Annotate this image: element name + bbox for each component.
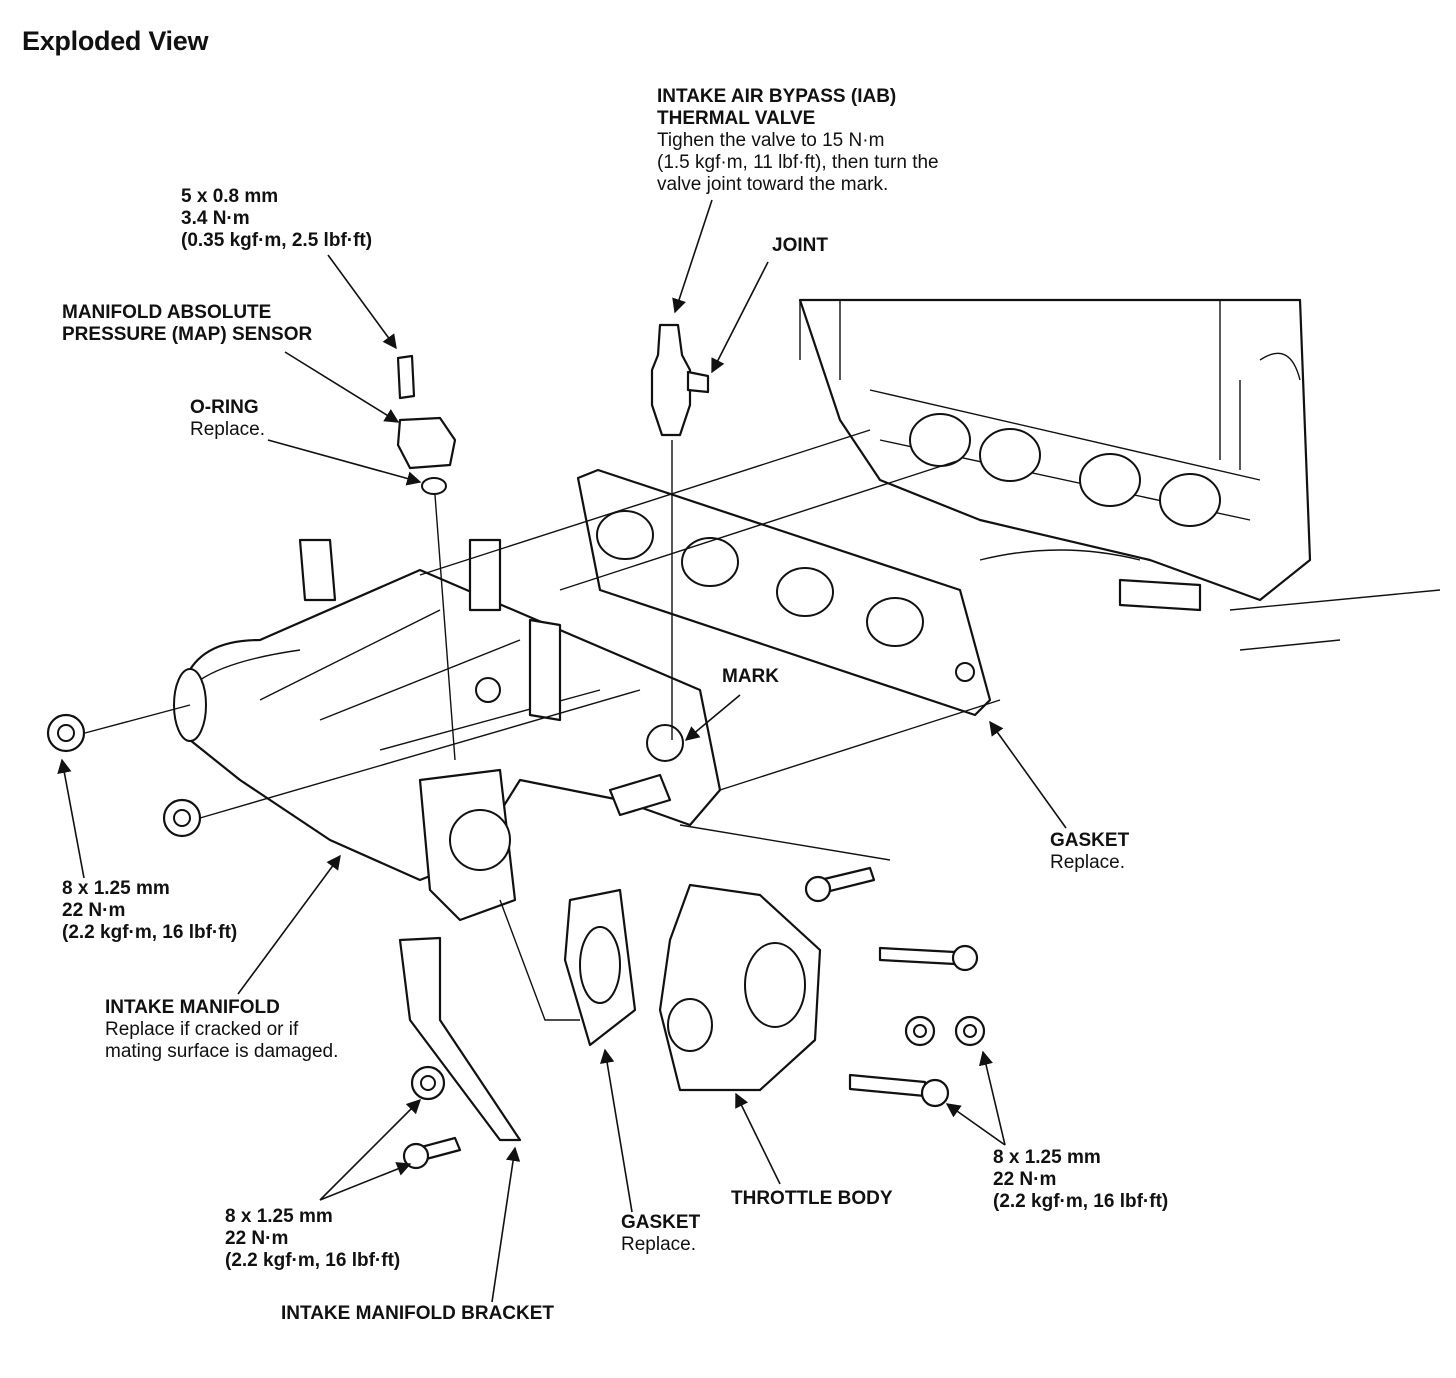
iab-note-line-3: valve joint toward the mark. xyxy=(657,174,889,195)
manifold-gasket-heading: GASKET xyxy=(1050,830,1130,851)
map-bolt-line-3: (0.35 kgf·m, 2.5 lbf·ft) xyxy=(181,230,373,251)
iab-heading-line-1: INTAKE AIR BYPASS (IAB) xyxy=(657,86,897,107)
throttle-body-heading: THROTTLE BODY xyxy=(731,1188,893,1209)
label-manifold-gasket: GASKET Replace. xyxy=(1050,830,1129,874)
label-iab-thermal-valve: INTAKE AIR BYPASS (IAB) THERMAL VALVE Ti… xyxy=(657,86,939,196)
label-o-ring: O-RING Replace. xyxy=(190,397,265,441)
iab-note-line-1: Tighen the valve to 15 N·m xyxy=(657,130,885,151)
nut-left-line-1: 8 x 1.25 mm xyxy=(62,878,170,899)
bracket-bolts-line-3: (2.2 kgf·m, 16 lbf·ft) xyxy=(225,1250,401,1271)
label-throttle-body: THROTTLE BODY xyxy=(731,1188,893,1210)
throttle-bolts-line-1: 8 x 1.25 mm xyxy=(993,1147,1101,1168)
leader-lines xyxy=(57,199,1067,1303)
map-bolt-line-2: 3.4 N·m xyxy=(181,208,250,229)
label-nut-torque-left: 8 x 1.25 mm 22 N·m (2.2 kgf·m, 16 lbf·ft… xyxy=(62,878,237,944)
throttle-gasket-note: Replace. xyxy=(621,1234,696,1255)
nut-left-line-2: 22 N·m xyxy=(62,900,126,921)
label-map-sensor: MANIFOLD ABSOLUTE PRESSURE (MAP) SENSOR xyxy=(62,302,312,346)
throttle-bolts-line-3: (2.2 kgf·m, 16 lbf·ft) xyxy=(993,1191,1169,1212)
label-throttle-gasket: GASKET Replace. xyxy=(621,1212,700,1256)
map-bolt-line-1: 5 x 0.8 mm xyxy=(181,186,279,207)
throttle-bolts-line-2: 22 N·m xyxy=(993,1169,1057,1190)
intake-manifold-note-1: Replace if cracked or if xyxy=(105,1019,299,1040)
o-ring-heading: O-RING xyxy=(190,397,259,418)
label-map-bolt-torque: 5 x 0.8 mm 3.4 N·m (0.35 kgf·m, 2.5 lbf·… xyxy=(181,186,372,252)
manifold-gasket xyxy=(576,468,992,717)
bracket-bolts-line-1: 8 x 1.25 mm xyxy=(225,1206,333,1227)
fasteners xyxy=(46,713,986,1170)
intake-manifold-heading: INTAKE MANIFOLD xyxy=(105,997,280,1018)
map-sensor-line-1: MANIFOLD ABSOLUTE xyxy=(62,302,272,323)
alignment-lines xyxy=(84,429,1001,1021)
label-mark: MARK xyxy=(722,666,779,688)
throttle-body-assembly xyxy=(563,883,822,1092)
joint-heading: JOINT xyxy=(772,235,828,256)
map-sensor-line-2: PRESSURE (MAP) SENSOR xyxy=(62,324,313,345)
o-ring-note: Replace. xyxy=(190,419,265,440)
label-bracket-bolts-torque: 8 x 1.25 mm 22 N·m (2.2 kgf·m, 16 lbf·ft… xyxy=(225,1206,400,1272)
mark-heading: MARK xyxy=(722,666,779,687)
iab-thermal-valve xyxy=(650,323,710,437)
bracket-bolts-line-2: 22 N·m xyxy=(225,1228,289,1249)
iab-heading-line-2: THERMAL VALVE xyxy=(657,108,816,129)
label-intake-manifold: INTAKE MANIFOLD Replace if cracked or if… xyxy=(105,997,338,1063)
cylinder-head xyxy=(798,298,1441,651)
label-intake-manifold-bracket: INTAKE MANIFOLD BRACKET xyxy=(281,1303,554,1325)
manifold-gasket-note: Replace. xyxy=(1050,852,1125,873)
label-throttle-bolts-torque: 8 x 1.25 mm 22 N·m (2.2 kgf·m, 16 lbf·ft… xyxy=(993,1147,1168,1213)
map-sensor-assembly xyxy=(396,354,457,495)
intake-manifold-note-2: mating surface is damaged. xyxy=(105,1041,339,1062)
label-joint: JOINT xyxy=(772,235,828,257)
iab-note-line-2: (1.5 kgf·m, 11 lbf·ft), then turn the xyxy=(657,152,939,173)
page-title: Exploded View xyxy=(22,26,209,56)
throttle-gasket-heading: GASKET xyxy=(621,1212,701,1233)
nut-left-line-3: (2.2 kgf·m, 16 lbf·ft) xyxy=(62,922,238,943)
bracket-heading: INTAKE MANIFOLD BRACKET xyxy=(281,1303,555,1324)
